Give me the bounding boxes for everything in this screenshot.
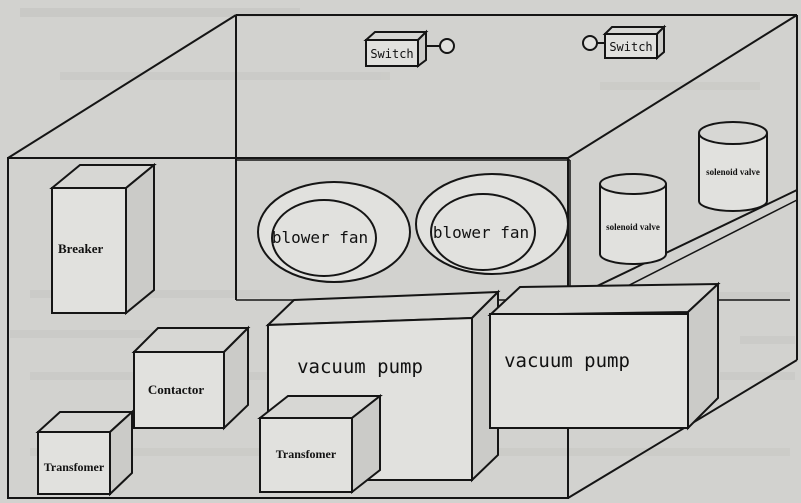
- switch-left-top: [363, 31, 429, 41]
- texture-line: [420, 448, 790, 456]
- texture-line: [720, 372, 795, 380]
- solenoid-valve-right-body: [698, 133, 768, 212]
- blower-fan-right-label: blower fan: [433, 223, 529, 242]
- solenoid-valve-right: solenoid valve: [698, 121, 768, 212]
- transformer-left-front: [37, 431, 111, 495]
- contactor-front: [133, 351, 225, 429]
- solenoid-valve-left-top: [599, 173, 667, 195]
- switch-right-box: [604, 33, 658, 59]
- solenoid-valve-right-label: solenoid valve: [706, 167, 760, 177]
- blower-fan-left: blower fan: [257, 181, 411, 283]
- switch-right-top: [602, 26, 667, 35]
- switch-right-side: [656, 24, 665, 61]
- breaker-side: [125, 162, 155, 316]
- switch-left: Switch: [363, 29, 455, 68]
- vacuum-pump-right-label: vacuum pump: [504, 350, 630, 372]
- texture-line: [60, 72, 390, 80]
- transformer-left-label: Transfomer: [44, 460, 105, 474]
- cabinet-frame: [7, 14, 798, 499]
- breaker-label: Breaker: [58, 241, 103, 256]
- vacuum-pump-right-front: [489, 313, 689, 429]
- blower-fan-left-label: blower fan: [272, 228, 368, 247]
- blower-fan-left-inner: [271, 199, 377, 277]
- transformer-middle-front: [259, 417, 353, 493]
- solenoid-valve-left: solenoid valve: [599, 173, 667, 265]
- texture-line: [600, 82, 760, 90]
- vacuum-pump-left-label: vacuum pump: [297, 356, 423, 378]
- switch-right-knob: [582, 35, 598, 51]
- transformer-left-box: Transfomer: [35, 409, 135, 497]
- blower-fan-right: blower fan: [415, 173, 569, 275]
- switch-right-label: Switch: [609, 40, 652, 54]
- switch-left-knob: [439, 38, 455, 54]
- solenoid-valve-left-label: solenoid valve: [606, 222, 660, 232]
- blower-fan-right-inner: [430, 193, 536, 271]
- shelf-edge-back: [599, 199, 798, 301]
- cabinet-top-left-depth: [7, 14, 237, 159]
- breaker-box: Breaker: [49, 162, 157, 316]
- texture-line: [740, 336, 795, 344]
- switch-left-label: Switch: [370, 47, 413, 61]
- texture-line: [20, 8, 300, 17]
- vacuum-pump-right-box: vacuum pump: [487, 281, 721, 431]
- texture-line: [10, 330, 250, 338]
- switch-left-box: [365, 39, 419, 67]
- contactor-box: Contactor: [131, 325, 251, 431]
- solenoid-valve-left-body: [599, 184, 667, 265]
- solenoid-valve-right-top: [698, 121, 768, 145]
- texture-line: [30, 448, 360, 456]
- breaker-front: [51, 187, 127, 314]
- switch-right: Switch: [582, 24, 667, 61]
- transformer-middle-label: Transfomer: [276, 447, 337, 461]
- contactor-label: Contactor: [148, 382, 205, 397]
- vacuum-pump-right-top: [487, 282, 721, 317]
- cabinet-top-right-depth: [567, 14, 798, 159]
- transformer-middle-box: Transfomer: [257, 393, 383, 495]
